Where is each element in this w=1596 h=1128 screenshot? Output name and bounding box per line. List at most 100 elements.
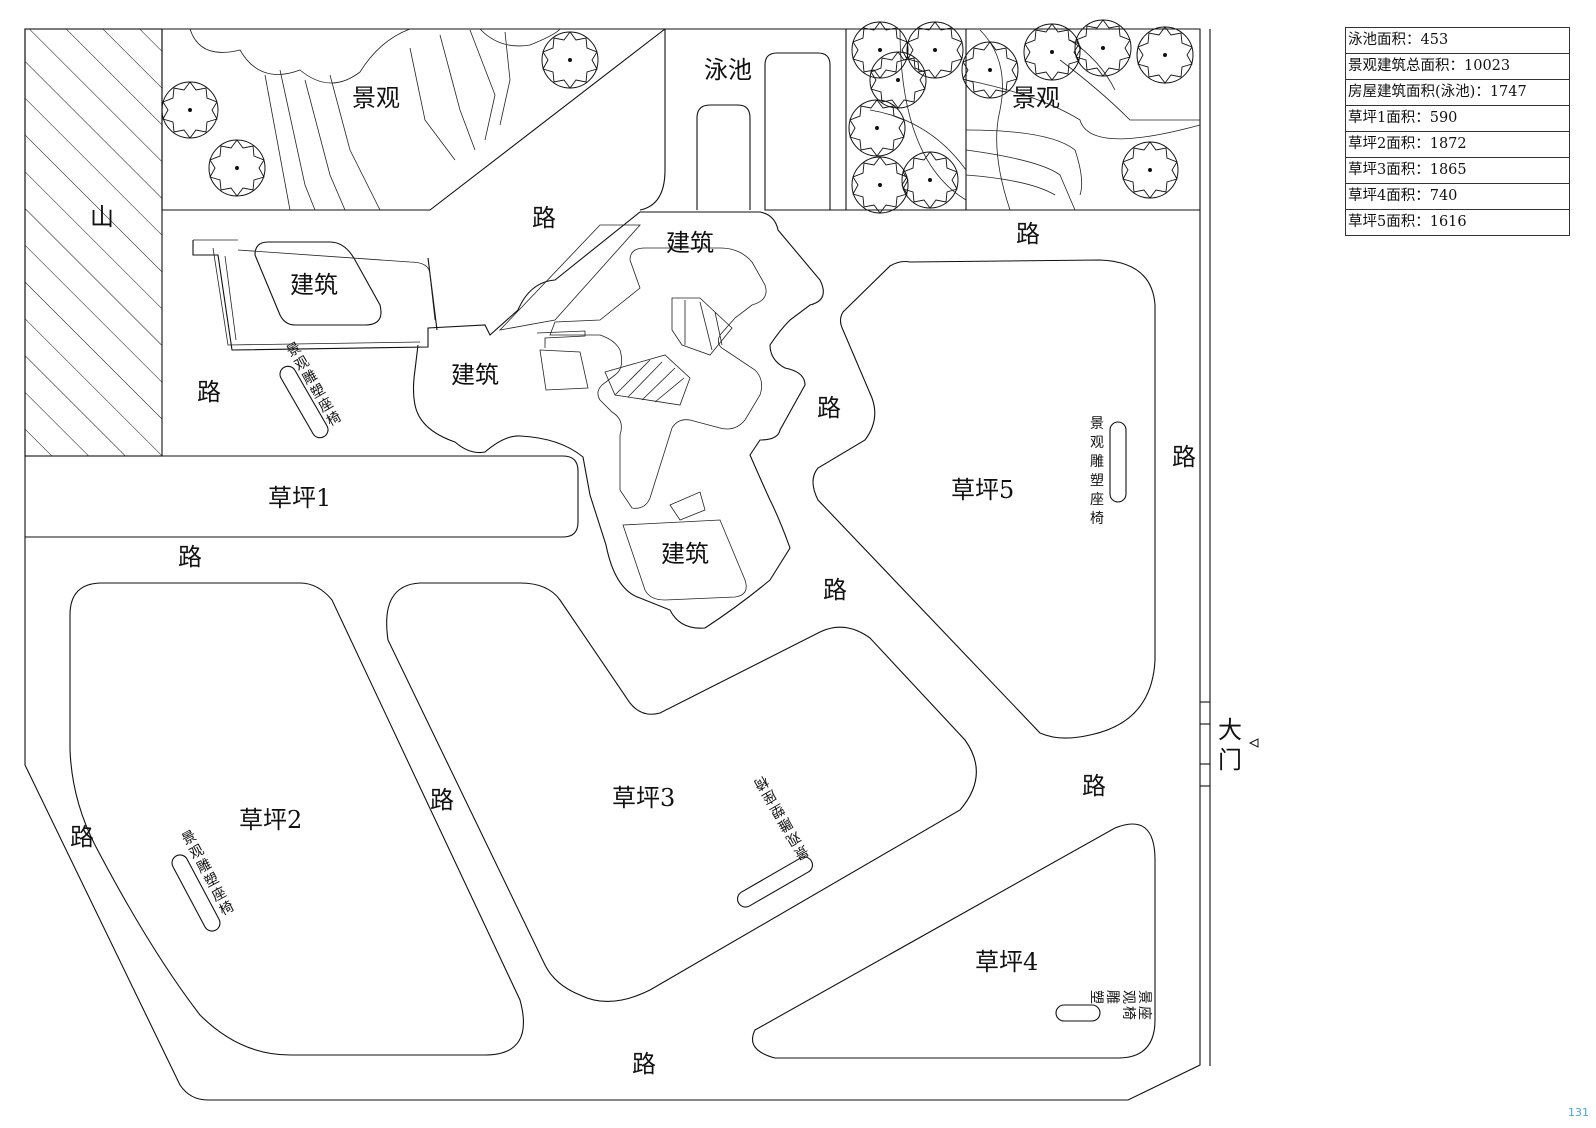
label-mountain: 山 <box>90 203 114 231</box>
area-label: 草坪5面积： <box>1348 214 1430 230</box>
area-value: 1872 <box>1429 136 1467 152</box>
label-building: 建筑 <box>451 361 499 389</box>
bench-label-5: 景 观 雕 塑 座 椅 <box>1090 416 1104 527</box>
area-row-pool: 泳池面积：453 <box>1346 28 1569 54</box>
area-value: 590 <box>1429 110 1458 126</box>
label-road: 路 <box>1016 220 1040 248</box>
bench-char: 雕 <box>1104 990 1120 1004</box>
label-road: 路 <box>817 394 841 422</box>
area-value: 740 <box>1429 188 1458 204</box>
area-value: 1747 <box>1489 84 1527 100</box>
label-gate-2: 门 <box>1218 746 1242 774</box>
label-road: 路 <box>430 786 454 814</box>
pool-area <box>639 29 847 211</box>
bench-char: 景 <box>284 340 304 361</box>
area-value: 453 <box>1420 32 1449 48</box>
mountain-area <box>24 28 163 457</box>
bench-char: 雕 <box>194 856 214 877</box>
bench-char: 椅 <box>1120 1006 1136 1020</box>
bench-char: 椅 <box>751 772 771 793</box>
area-row-landscape-total: 景观建筑总面积：10023 <box>1346 54 1569 80</box>
bench-char: 座 <box>209 884 229 905</box>
bench-char: 观 <box>783 828 803 849</box>
building-cluster <box>192 211 824 629</box>
page-number: 131 <box>1568 1106 1589 1119</box>
lawn-3-shape <box>386 582 977 1002</box>
map-labels: 山 景观 泳池 景观 路 路 路 路 路 路 路 路 路 路 路 建筑 建筑 建… <box>70 56 1242 1078</box>
label-building: 建筑 <box>290 271 338 299</box>
lawn-1-shape <box>25 455 579 538</box>
bench-char: 塑 <box>767 800 787 821</box>
label-road: 路 <box>532 204 556 232</box>
label-road: 路 <box>178 543 202 571</box>
gate-arrow-icon <box>1248 738 1259 748</box>
bench-char: 观 <box>1120 990 1136 1004</box>
area-row-lawn-5: 草坪5面积：1616 <box>1346 210 1569 236</box>
bench-char: 座 <box>759 786 779 807</box>
bench-char: 塑 <box>1090 473 1104 489</box>
area-label: 草坪2面积： <box>1348 136 1430 152</box>
lawn-2-shape <box>69 582 524 1056</box>
label-building: 建筑 <box>666 229 714 257</box>
landscape-area-right <box>846 19 1201 214</box>
label-lawn-3: 草坪3 <box>612 784 675 812</box>
area-value: 1616 <box>1429 214 1467 230</box>
bench-char: 景 <box>1136 990 1152 1004</box>
site-boundary <box>24 28 1211 1101</box>
bench-label-3: 景 观 雕 塑 座 椅 <box>751 772 811 862</box>
label-road: 路 <box>197 378 221 406</box>
bench-char: 雕 <box>775 814 795 835</box>
lawn-4-shape <box>751 823 1156 1059</box>
area-label: 草坪4面积： <box>1348 188 1430 204</box>
bench-char: 雕 <box>300 367 320 388</box>
area-row-lawn-3: 草坪3面积：1865 <box>1346 158 1569 184</box>
bench-char: 塑 <box>308 381 328 402</box>
label-landscape-right: 景观 <box>1012 84 1060 112</box>
label-road: 路 <box>823 576 847 604</box>
label-road: 路 <box>1082 772 1106 800</box>
label-pool: 泳池 <box>704 56 752 84</box>
area-label: 房屋建筑面积(泳池)： <box>1348 84 1490 100</box>
bench-char: 雕 <box>1090 454 1104 470</box>
label-landscape-left: 景观 <box>352 84 400 112</box>
area-row-lawn-1: 草坪1面积：590 <box>1346 106 1569 132</box>
bench-char: 观 <box>292 353 312 374</box>
bench-char: 塑 <box>202 870 222 891</box>
bench-char: 座 <box>1090 492 1104 508</box>
area-value: 1865 <box>1429 162 1467 178</box>
label-gate-1: 大 <box>1218 716 1242 744</box>
label-road: 路 <box>1172 443 1196 471</box>
label-road: 路 <box>632 1050 656 1078</box>
bench-label-2: 景 观 雕 塑 座 椅 <box>179 828 236 919</box>
bench-label-4: 景 观 雕 塑 座 椅 <box>1088 990 1152 1020</box>
bench-shapes <box>171 365 1127 1022</box>
area-row-house: 房屋建筑面积(泳池)：1747 <box>1346 80 1569 106</box>
bench-char: 座 <box>316 395 336 416</box>
area-value: 10023 <box>1464 58 1511 74</box>
area-label: 草坪1面积： <box>1348 110 1430 126</box>
label-lawn-4: 草坪4 <box>975 948 1038 976</box>
bench-char: 观 <box>1090 435 1104 451</box>
lawn-5-shape <box>812 259 1156 739</box>
bench-char: 塑 <box>1088 990 1104 1004</box>
label-lawn-2: 草坪2 <box>239 806 302 834</box>
area-label: 草坪3面积： <box>1348 162 1430 178</box>
bench-char: 景 <box>1090 416 1104 432</box>
landscape-area-left <box>161 28 666 211</box>
bench-char: 观 <box>187 842 207 863</box>
area-label: 泳池面积： <box>1348 32 1421 48</box>
label-building: 建筑 <box>661 540 709 568</box>
bench-label-1: 景 观 雕 塑 座 椅 <box>284 340 344 430</box>
area-table: 泳池面积：453 景观建筑总面积：10023 房屋建筑面积(泳池)：1747 草… <box>1345 27 1570 236</box>
area-row-lawn-4: 草坪4面积：740 <box>1346 184 1569 210</box>
bench-char: 景 <box>179 828 199 849</box>
bench-char: 座 <box>1136 1006 1152 1020</box>
label-lawn-5: 草坪5 <box>951 476 1014 504</box>
label-lawn-1: 草坪1 <box>268 484 331 512</box>
bench-char: 椅 <box>324 409 344 430</box>
bench-char: 椅 <box>217 898 237 919</box>
bench-char: 椅 <box>1090 511 1104 527</box>
label-road: 路 <box>70 823 94 851</box>
area-row-lawn-2: 草坪2面积：1872 <box>1346 132 1569 158</box>
